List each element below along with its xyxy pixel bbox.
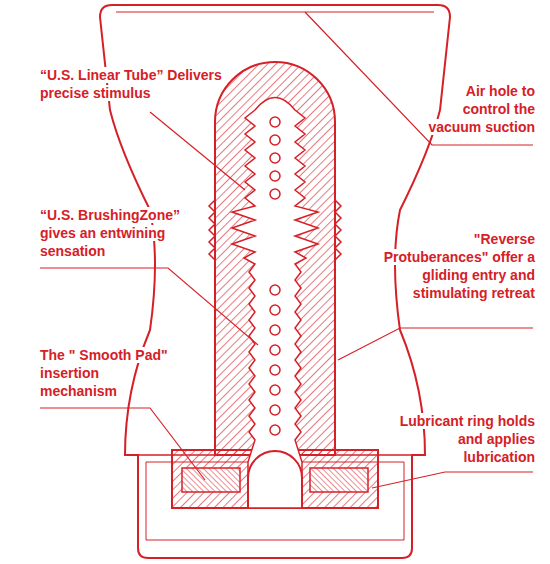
callout-label: Air hole to control the vacuum suction [420,82,535,136]
callout-label: "Reverse Protuberances" offer a gliding … [370,230,535,302]
callout-text: The " Smooth Pad" insertion mechanism [40,347,168,399]
callout-text: Lubricant ring holds and applies lubrica… [400,413,535,465]
cup-outline [100,5,450,558]
callout-label: The " Smooth Pad" insertion mechanism [40,346,172,400]
inner-sleeve [172,62,378,508]
callout-text: “U.S. Linear Tube” Delivers precise stim… [40,67,222,101]
callout-label: “U.S. Linear Tube” Delivers precise stim… [40,66,245,102]
callout-label: “U.S. BrushingZone” gives an entwining s… [40,206,205,260]
callout-text: Air hole to control the vacuum suction [428,83,535,135]
callout-label: Lubricant ring holds and applies lubrica… [395,412,535,466]
callout-text: “U.S. BrushingZone” gives an entwining s… [40,207,180,259]
callout-text: "Reverse Protuberances" offer a gliding … [384,231,535,301]
